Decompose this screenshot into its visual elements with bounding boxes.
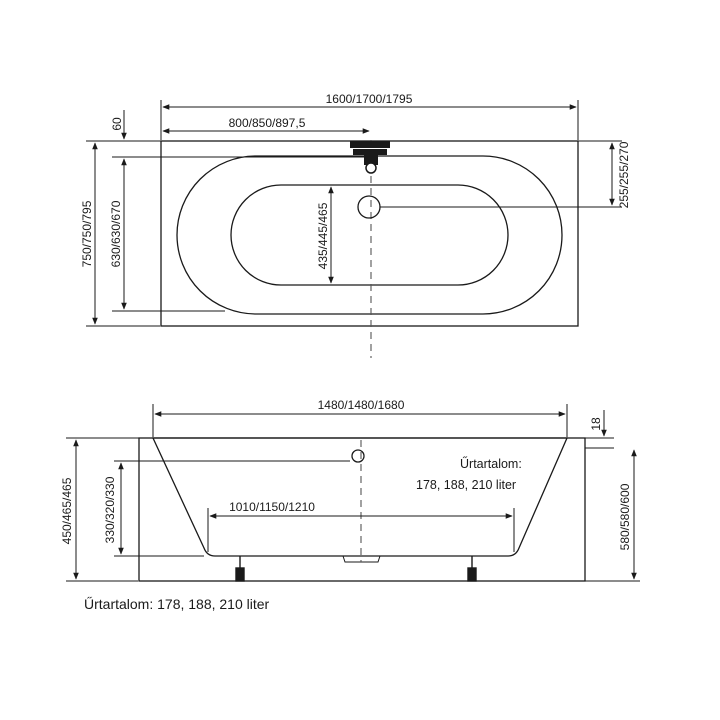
label-overflow-offset: 255/255/270 (617, 141, 631, 208)
capacity-values: 178, 188, 210 liter (416, 478, 516, 492)
capacity-caption: Űrtartalom: 178, 188, 210 liter (84, 596, 270, 612)
label-rim-thickness: 18 (589, 417, 603, 431)
dimension-total-width (86, 140, 160, 327)
dimension-overflow-offset (380, 140, 622, 208)
side-view (66, 404, 640, 582)
top-view-labels: 1600/1700/1795 800/850/897,5 60 750/750/… (80, 92, 631, 269)
top-view (86, 100, 622, 358)
tub-basin-oval (230, 184, 509, 286)
label-basin-width: 435/445/465 (316, 202, 330, 269)
label-total-length: 1600/1700/1795 (326, 92, 413, 106)
leg-left-icon (235, 556, 245, 582)
side-view-labels: 1480/1480/1680 18 1010/1150/1210 450/465… (60, 398, 632, 550)
label-total-width: 750/750/795 (80, 200, 94, 267)
dimension-rim-width (112, 110, 365, 158)
label-total-height: 450/465/465 (60, 477, 74, 544)
dimension-height-with-legs (585, 449, 640, 582)
label-rim-width: 60 (110, 117, 124, 131)
dimension-total-height (66, 437, 153, 582)
dimension-drain-offset (160, 128, 370, 140)
label-inner-depth: 330/320/330 (103, 476, 117, 543)
label-inner-length: 1480/1480/1680 (318, 398, 405, 412)
dimension-bottom-length (207, 508, 515, 552)
tub-rim-oval (176, 155, 563, 315)
tub-inner-profile (151, 437, 568, 557)
dimension-inner-length (152, 404, 568, 437)
dimension-inner-depth (114, 460, 350, 557)
label-bottom-length: 1010/1150/1210 (229, 500, 315, 514)
dimension-total-length (160, 100, 579, 140)
dimension-rim-thickness (585, 410, 614, 449)
overflow-hole-side (351, 449, 365, 463)
drain-fitting-icon (350, 141, 390, 174)
label-height-with-legs: 580/580/600 (618, 483, 632, 550)
overflow-hole (357, 195, 381, 219)
capacity-label: Űrtartalom: (460, 456, 522, 471)
label-inner-width: 630/630/670 (109, 200, 123, 267)
leg-right-icon (467, 556, 477, 582)
dimension-inner-width (112, 158, 225, 312)
label-drain-offset: 800/850/897,5 (229, 116, 306, 130)
